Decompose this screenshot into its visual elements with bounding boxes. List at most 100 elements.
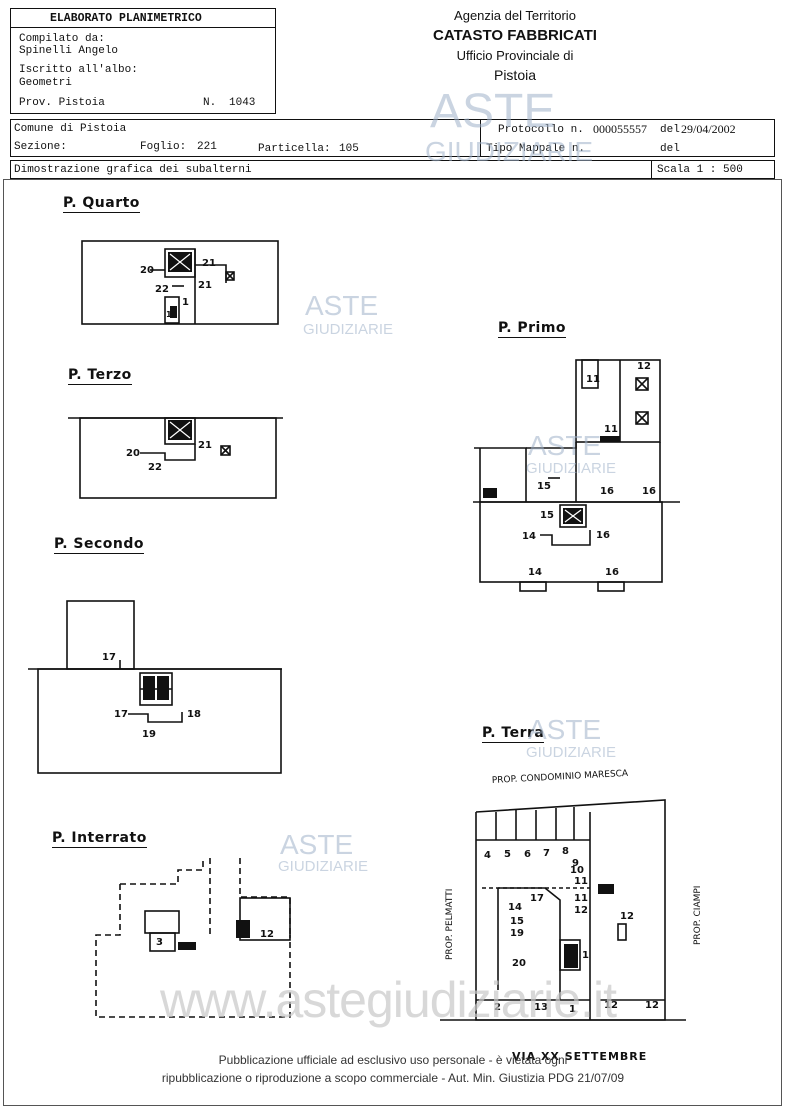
tipo-del-label: del	[660, 143, 680, 155]
plan-label: 16	[486, 490, 498, 499]
plan-label: 11	[574, 893, 588, 904]
del-value: 29/04/2002	[681, 122, 736, 136]
del-label: del	[660, 124, 680, 136]
plan-label: 1	[582, 950, 589, 961]
plan-label: 16	[642, 486, 656, 497]
n-value: 1043	[229, 97, 256, 109]
watermark-aste: ASTE	[430, 85, 556, 138]
plan-label: 19	[510, 928, 524, 939]
plan-label: 1	[182, 297, 189, 308]
plan-label: 21	[198, 280, 212, 291]
plan-label: 17	[114, 709, 128, 720]
plan-label: 22	[155, 284, 169, 295]
watermark-aste: ASTE	[280, 829, 354, 860]
agency-line1: Agenzia del Territorio	[454, 8, 576, 23]
watermark-giudiziarie: GIUDIZIARIE	[278, 858, 369, 875]
dimostrazione-label: Dimostrazione grafica dei subalterni	[14, 164, 252, 176]
plan-label: 17	[102, 652, 116, 663]
particella-label: Particella:	[258, 143, 331, 155]
plan-secondo	[28, 600, 282, 774]
particella-value: 105	[339, 143, 359, 155]
plan-label: 15	[510, 916, 524, 927]
floor-title-terzo: P. Terzo	[68, 367, 132, 385]
plan-label: 3	[156, 937, 163, 948]
plan-label: 13	[534, 1002, 548, 1013]
protocollo-box	[480, 119, 775, 157]
plan-label: 17	[530, 893, 544, 904]
comune-label: Comune di Pistoia	[14, 123, 127, 135]
plan-label: 20	[512, 958, 526, 969]
plan-label: 18	[187, 709, 201, 720]
floor-title-secondo: P. Secondo	[54, 536, 144, 554]
plan-label: 14	[522, 531, 536, 542]
agency-line4: Pistoia	[493, 67, 537, 83]
plan-label: 16	[600, 486, 614, 497]
plan-label: 20	[126, 448, 140, 459]
plan-label: 7	[543, 848, 550, 859]
agency-line3: Ufficio Provinciale di	[456, 48, 574, 63]
plan-label: 6	[524, 849, 531, 860]
n-label: N.	[203, 97, 217, 109]
annotation-street: VIA XX SETTEMBRE	[512, 1050, 647, 1063]
watermark-aste: ASTE	[528, 430, 602, 461]
compilato-value: Spinelli Angelo	[19, 45, 119, 57]
tipo-mappale-label: Tipo Mappale n.	[486, 143, 586, 155]
plan-label: 15	[540, 510, 554, 521]
watermark-giudiziarie: GIUDIZIARIE	[425, 136, 594, 167]
plan-label: 20	[140, 265, 154, 276]
watermark-giudiziarie: GIUDIZIARIE	[303, 321, 394, 338]
plan-label: 19	[142, 729, 156, 740]
iscritto-value: Geometri	[19, 77, 72, 89]
plan-label: 11	[604, 424, 618, 435]
watermark-url: www.astegiudiziarie.it	[160, 972, 617, 1028]
watermark-giudiziarie: GIUDIZIARIE	[526, 460, 617, 477]
plan-label: 12	[645, 1000, 659, 1011]
iscritto-label: Iscritto all'albo:	[19, 64, 138, 76]
protocollo-label: Protocollo n.	[498, 124, 584, 136]
plan-label: 12	[604, 1000, 618, 1011]
plan-label: 21	[202, 258, 216, 269]
compilato-label: Compilato da:	[19, 33, 105, 45]
footer-line1: Pubblicazione ufficiale ad esclusivo uso…	[218, 1053, 568, 1067]
foglio-value: 221	[197, 141, 217, 153]
plan-label: 18	[166, 310, 178, 319]
annotation-pelmatti: PROP. PELMATTI	[445, 889, 455, 960]
floor-title-quarto: P. Quarto	[63, 195, 140, 213]
plan-label: 12	[574, 905, 588, 916]
watermark-giudiziarie: GIUDIZIARIE	[526, 744, 617, 761]
plan-label: 22	[148, 462, 162, 473]
plan-quarto	[81, 240, 279, 325]
drawing-frame	[3, 179, 782, 1106]
plan-label: 15	[537, 481, 551, 492]
scala-label: Scala 1 : 500	[657, 164, 743, 176]
scala-box	[651, 160, 775, 179]
plan-label: 16	[605, 567, 619, 578]
floor-title-primo: P. Primo	[498, 320, 567, 338]
floor-title-interrato: P. Interrato	[52, 830, 147, 848]
plan-label: 1	[569, 1004, 576, 1015]
floor-title-terra: P. Terra	[482, 725, 545, 743]
plan-label: 14	[508, 902, 522, 913]
plan-label: 8	[562, 846, 569, 857]
elaborato-title-box	[10, 8, 276, 28]
plan-terzo	[68, 417, 283, 499]
plan-label: 21	[198, 440, 212, 451]
sezione-label: Sezione:	[14, 141, 67, 153]
plan-label: 9	[572, 858, 579, 869]
plan-label: 10	[570, 865, 584, 876]
plan-label: 11	[574, 876, 588, 887]
plan-label: 4	[484, 850, 491, 861]
plan-label: 12	[260, 929, 274, 940]
agency-line2: CATASTO FABBRICATI	[433, 27, 597, 44]
plan-label: 14	[528, 567, 542, 578]
plan-label: 11	[586, 374, 600, 385]
plan-label: 2	[494, 1002, 501, 1013]
plan-label: 5	[504, 849, 511, 860]
plan-label: 12	[620, 911, 634, 922]
watermark-aste: ASTE	[305, 290, 379, 321]
annotation-ciampi: PROP. CIAMPI	[693, 886, 703, 945]
plan-terra	[440, 799, 686, 1021]
plan-label: 16	[596, 530, 610, 541]
